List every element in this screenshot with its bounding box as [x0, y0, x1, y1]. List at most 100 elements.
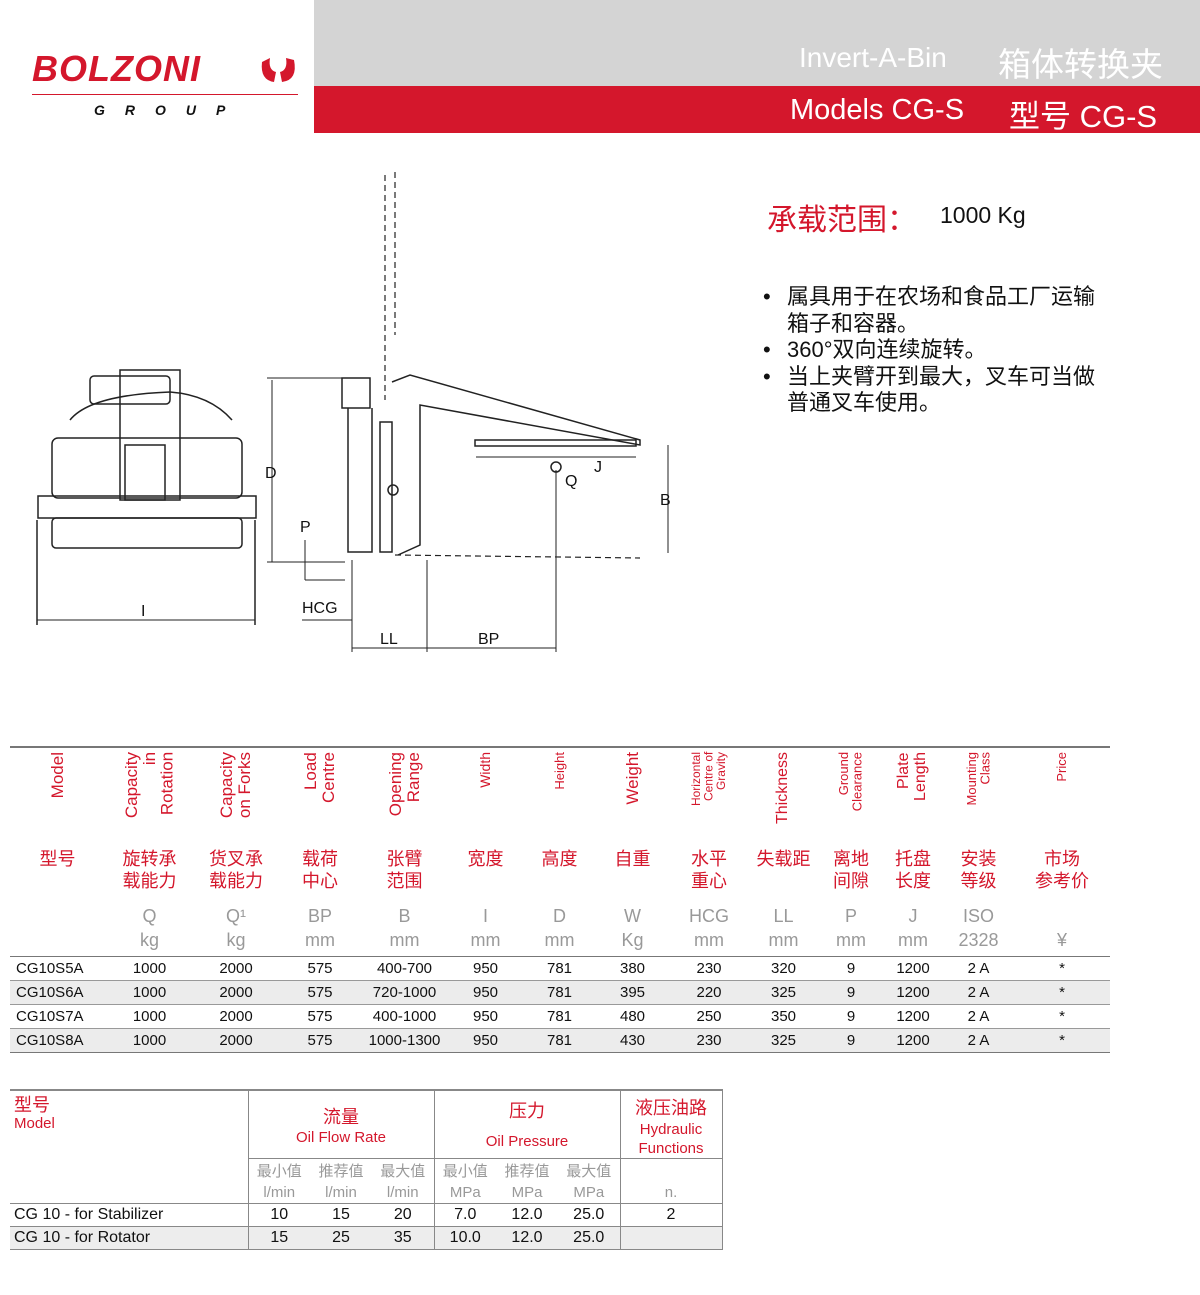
dimension-diagram: D P HCG I LL BP Q J B [36, 172, 671, 652]
column-header-sym: Q¹ [226, 906, 246, 926]
table-cell: 2 A [943, 1028, 1014, 1053]
hyd-func-en: Hydraulic Functions [638, 1121, 704, 1157]
front-view-drawing [36, 369, 257, 625]
column-header-cn: 货叉承 载能力 [209, 849, 263, 891]
sub-label: 最大值 [566, 1162, 612, 1180]
table-cell: 9 [819, 1028, 883, 1053]
column-header-cn: 宽度 [467, 849, 504, 869]
table-cell: 575 [278, 1004, 362, 1029]
table-cell: 10.0 [433, 1226, 496, 1250]
column-header-en-label: Price [1054, 752, 1070, 782]
column-header-en: Price [1014, 746, 1110, 848]
sub-label: 最小值 [247, 1158, 310, 1181]
column-header-en: Capacity in Rotation [105, 746, 194, 848]
table-cell: 1200 [883, 1004, 943, 1029]
feature-item: 属具用于在农场和食品工厂运输箱子和容器。 [763, 284, 1113, 337]
hyd-flow-en: Oil Flow Rate [295, 1129, 387, 1146]
header-gray-band [314, 0, 1200, 86]
column-header-en-label: Height [551, 752, 567, 790]
table-cell: 400-700 [362, 956, 447, 981]
table-cell: 781 [524, 956, 595, 981]
column-header-unit: Kg [595, 930, 670, 957]
table-cell: 2 A [943, 956, 1014, 981]
column-header-en-label: Thickness [774, 752, 792, 825]
column-header-cn: 安装 等级 [960, 849, 997, 891]
column-header-sym: B [398, 906, 411, 926]
sub-unit: MPa [558, 1181, 620, 1204]
column-header-en-label: Model [47, 752, 67, 799]
column-header-en-label: Weight [622, 752, 642, 805]
table-cell: 1000 [105, 980, 194, 1005]
table-cell: 575 [278, 980, 362, 1005]
dim-label-p: P [300, 519, 311, 536]
column-header-cn: 失载距 [756, 849, 811, 869]
table-cell: 781 [524, 1028, 595, 1053]
hyd-func-cn: 液压油路 [635, 1098, 707, 1118]
column-header-sym [10, 906, 105, 930]
dimension-lines [267, 377, 669, 652]
dim-label-d: D [265, 465, 277, 482]
hyd-pressure-en: Oil Pressure [485, 1133, 569, 1150]
hyd-model-cn: 型号 [14, 1095, 50, 1115]
column-header-en: Load Centre [278, 746, 362, 848]
column-header-en: Thickness [748, 746, 819, 848]
column-header-unit: kg [194, 930, 278, 957]
column-header-sym: D [553, 906, 566, 926]
column-header-sym: Q [142, 906, 157, 926]
title-en: Invert-A-Bin [799, 42, 947, 73]
table-cell: 250 [670, 1004, 748, 1029]
table-cell: 2000 [194, 956, 278, 981]
column-header-cn: 高度 [541, 849, 578, 869]
hyd-func-header: 液压油路 Hydraulic Functions [619, 1089, 723, 1159]
sub-unit: l/min [310, 1181, 372, 1204]
column-header-unit: mm [362, 930, 447, 957]
model-cell: CG 10 - for Rotator [10, 1226, 248, 1250]
models-cn: 型号 CG-S [1009, 99, 1158, 134]
dim-label-b: B [660, 492, 671, 509]
column-header-sym: ISO [962, 906, 994, 926]
sub-unit: MPa [496, 1181, 558, 1204]
table-cell: 25.0 [558, 1226, 620, 1250]
table-cell: 1200 [883, 980, 943, 1005]
column-header-sym: LL [773, 906, 794, 926]
spacer [10, 1181, 248, 1204]
hyd-pressure-cn: 压力 [509, 1101, 545, 1121]
column-header-cn: 旋转承 载能力 [122, 849, 177, 891]
hyd-model-header: 型号 Model [10, 1089, 248, 1159]
table-cell: 9 [819, 1004, 883, 1029]
table-cell: 12.0 [496, 1226, 558, 1250]
table-cell: 2 [619, 1203, 723, 1227]
hydraulic-table: 型号 Model 流量 Oil Flow Rate 压力 Oil Pressur… [10, 1089, 723, 1250]
column-header-unit: mm [670, 930, 748, 957]
table-cell: 325 [748, 980, 819, 1005]
column-header-en-label: Plate Length [895, 752, 929, 801]
column-header-en-label: Width [477, 752, 494, 788]
column-header-en: Opening Range [362, 746, 447, 848]
side-view-drawing [341, 172, 641, 559]
header-red-band [314, 86, 1200, 133]
hyd-model-en: Model [14, 1115, 55, 1132]
column-header-cn: 型号 [39, 849, 76, 869]
table-cell: 575 [278, 1028, 362, 1053]
dim-label-ll: LL [380, 631, 398, 648]
sub-label: 推荐值 [318, 1162, 364, 1180]
hyd-flow-cn: 流量 [323, 1107, 359, 1127]
title-cn: 箱体转换夹 [998, 46, 1163, 83]
table-cell: 1000 [105, 1004, 194, 1029]
dim-label-j: J [594, 459, 602, 476]
table-cell: 1000-1300 [362, 1028, 447, 1053]
model-cell: CG 10 - for Stabilizer [10, 1203, 248, 1227]
model-cell: CG10S7A [10, 1004, 105, 1029]
column-header-en: Capacity on Forks [194, 746, 278, 848]
table-cell: 950 [447, 1028, 524, 1053]
logo-group: GROUP [94, 102, 246, 118]
column-header-sym: P [844, 906, 857, 926]
table-cell: 395 [595, 980, 670, 1005]
logo-brand: BOLZONI [32, 48, 201, 89]
table-cell: * [1014, 956, 1110, 981]
feature-item: 360°双向连续旋转。 [763, 337, 1113, 364]
